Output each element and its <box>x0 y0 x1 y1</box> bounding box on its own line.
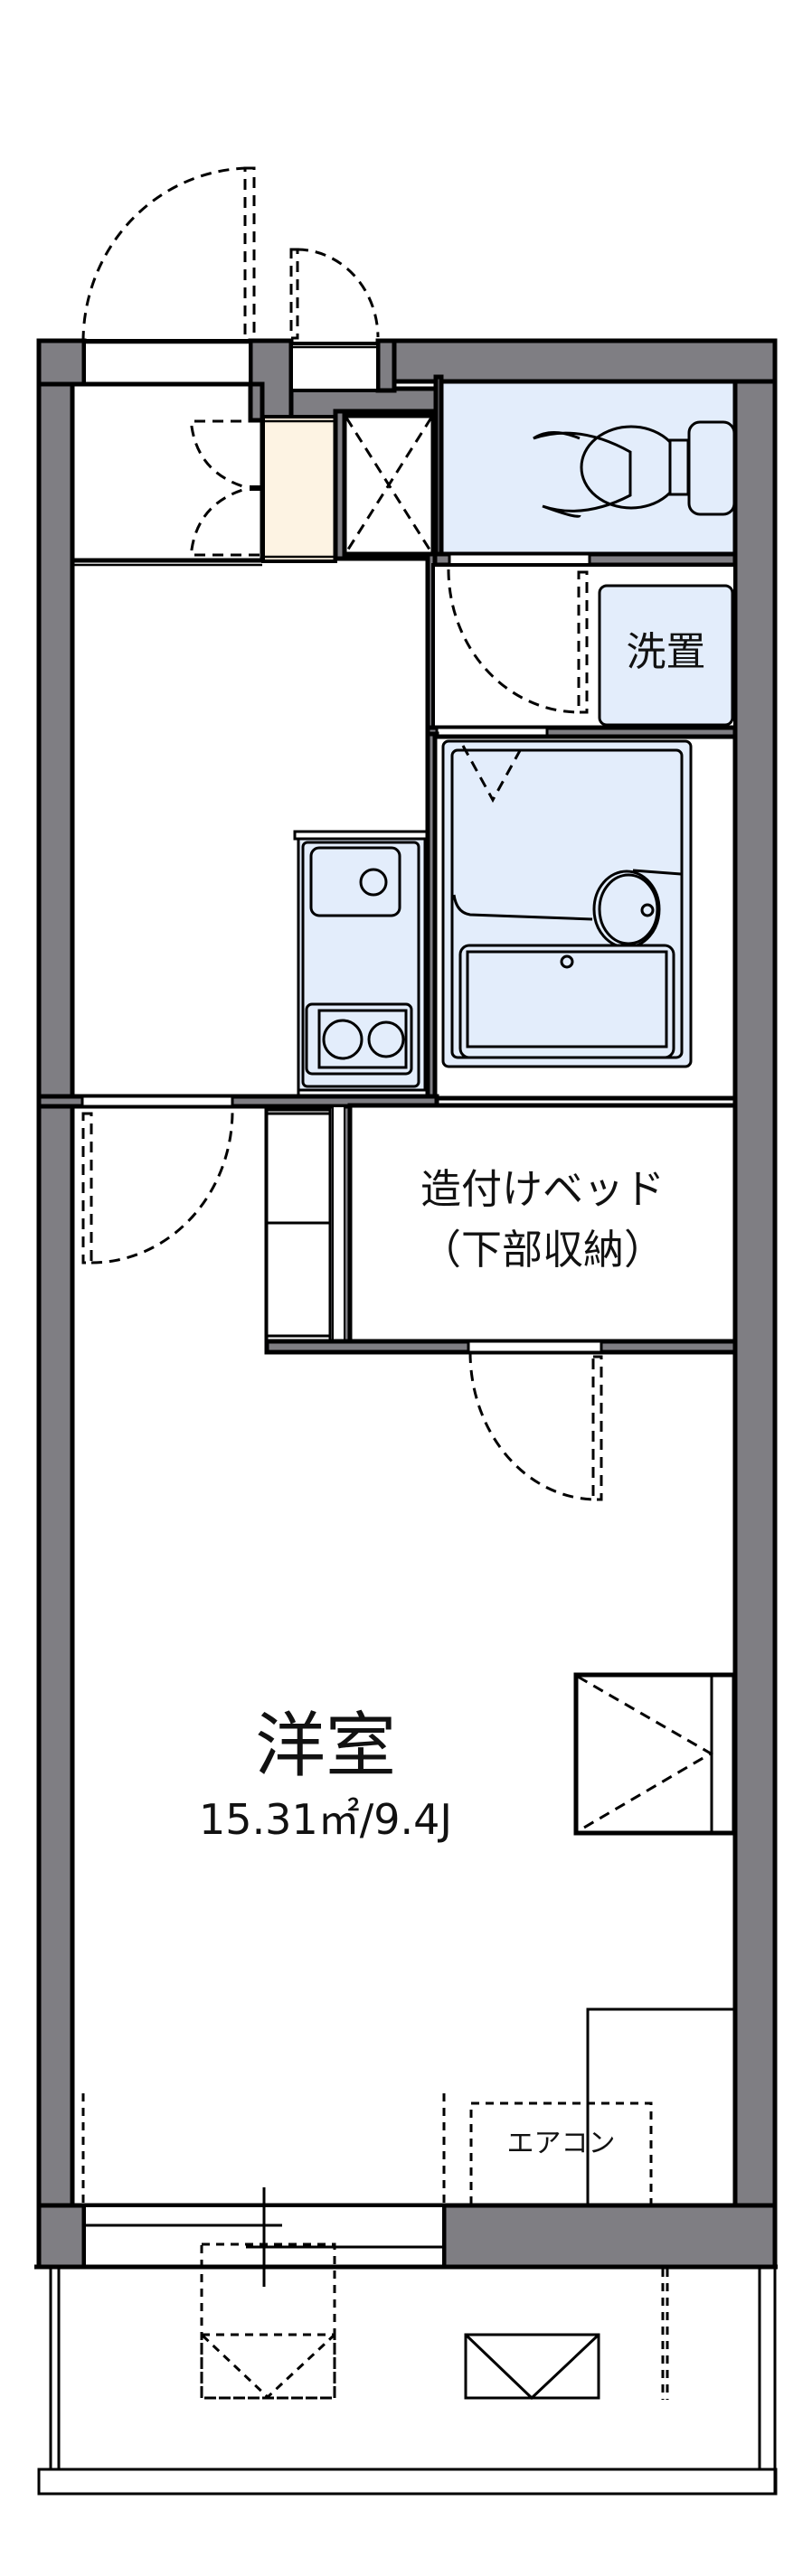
storage-unit-icon <box>464 2333 600 2401</box>
cabinet-door-upper <box>190 419 260 490</box>
built-in-bed <box>347 1103 738 1345</box>
outdoor-unit-icon <box>200 2242 336 2400</box>
air-conditioner <box>469 2101 653 2207</box>
kitchen-counter <box>293 830 429 1097</box>
washer-space-label: 洗置 <box>626 629 706 675</box>
closet-shelf <box>264 1104 358 1355</box>
sink-icon <box>309 846 401 917</box>
hall-room-partition <box>36 1094 439 1264</box>
washer-space <box>598 584 734 727</box>
shoe-cabinet <box>261 415 337 563</box>
room-name-label: 洋室 <box>254 1706 396 1787</box>
air-conditioner-label: エアコン <box>506 2128 616 2159</box>
entrance-area <box>70 381 265 567</box>
bed-storage-door[interactable] <box>468 1351 603 1501</box>
pipe-space <box>333 409 442 561</box>
entrance-door[interactable] <box>81 166 256 386</box>
window-box-icon <box>573 1672 737 1836</box>
meter-box-door[interactable] <box>289 248 380 392</box>
stove-icon <box>305 1002 413 1076</box>
room-door[interactable] <box>81 1107 234 1264</box>
toilet-room <box>430 374 738 568</box>
built-in-bed-sublabel: （下部収納） <box>420 1226 665 1274</box>
toilet-icon <box>533 420 736 518</box>
cabinet-door-lower <box>190 486 260 557</box>
room-area-label: 15.31㎡/9.4J <box>199 1795 452 1844</box>
sliding-window[interactable] <box>82 2187 446 2287</box>
washroom-door[interactable] <box>447 569 589 714</box>
built-in-bed-label: 造付けベッド <box>420 1165 665 1213</box>
bed-partition <box>264 1339 738 1501</box>
balcony <box>37 2242 778 2496</box>
washroom <box>425 551 737 742</box>
outer-walls <box>36 338 778 2270</box>
bathroom <box>425 725 738 1103</box>
closet <box>586 2007 736 2207</box>
